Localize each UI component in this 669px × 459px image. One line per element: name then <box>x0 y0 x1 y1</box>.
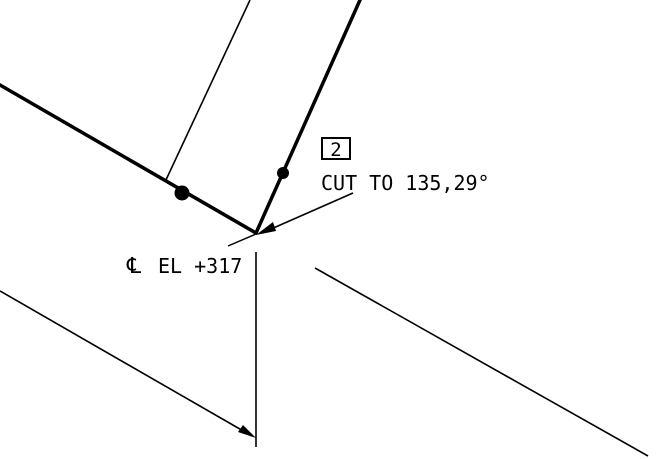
leader-line <box>261 192 354 234</box>
member-left-edge <box>164 0 251 183</box>
member-right-edge <box>254 0 362 235</box>
node-point-large <box>174 185 190 201</box>
leader-arrowhead <box>256 222 276 235</box>
callout-box <box>321 137 351 160</box>
elevation-label: EL +317 <box>158 254 242 278</box>
lower-right-sloped-line <box>314 267 649 457</box>
centerline-symbol: ℄ <box>126 254 142 279</box>
callout-instruction: CUT TO 135,29° <box>321 171 490 195</box>
callout-number: 2 <box>330 139 341 161</box>
node-point-small <box>277 167 289 179</box>
lower-left-sloped-line <box>0 290 253 437</box>
main-beam-edge <box>0 83 258 235</box>
lower-left-arrowhead <box>238 425 256 438</box>
elevation-tick <box>227 233 257 247</box>
